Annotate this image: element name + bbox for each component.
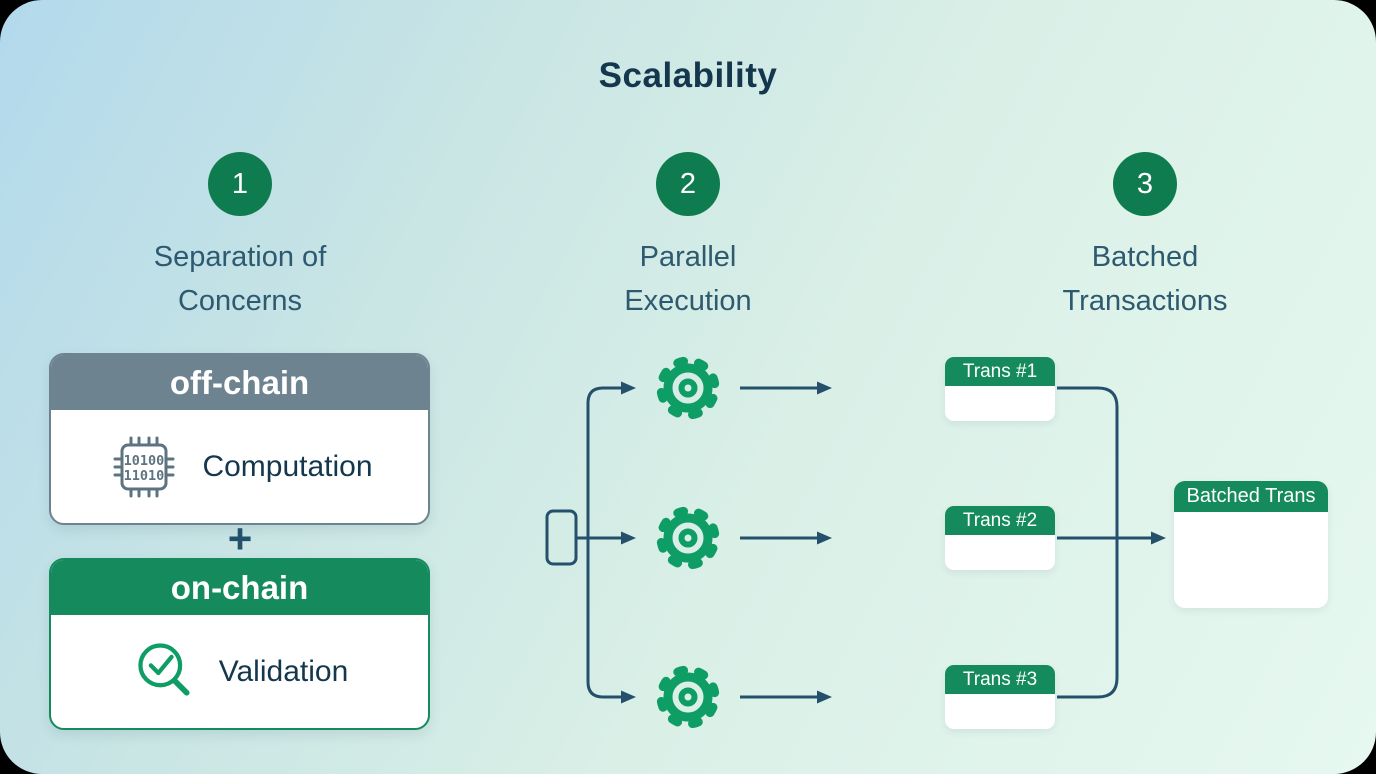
- gear-icon-bottom: [656, 665, 720, 729]
- trans-2-header: Trans #2: [945, 506, 1055, 535]
- trans-3-header: Trans #3: [945, 665, 1055, 694]
- trans-1-box: Trans #1: [945, 357, 1055, 421]
- offchain-panel-header: off-chain: [51, 355, 428, 410]
- onchain-header-label: on-chain: [170, 568, 309, 606]
- trans-3-box: Trans #3: [945, 665, 1055, 729]
- batched-trans-header: Batched Trans: [1174, 481, 1328, 512]
- plus-sign: +: [227, 515, 253, 562]
- input-block-shape: [545, 509, 578, 566]
- step-2-badge: 2: [656, 152, 720, 216]
- batched-trans-box: Batched Trans: [1174, 481, 1328, 608]
- onchain-panel: on-chain Validation: [49, 558, 430, 730]
- chip-binary-line2: 11010: [124, 468, 165, 484]
- step-1-label: Separation of Concerns: [70, 235, 410, 323]
- step-2-number: 2: [679, 167, 697, 200]
- gear-icon-top: [656, 356, 720, 420]
- merge-arrowhead: [1151, 531, 1166, 545]
- step-3-label-line1: Batched: [1091, 241, 1199, 273]
- step-1-number: 1: [231, 167, 249, 200]
- offchain-header-label: off-chain: [169, 363, 310, 401]
- step-3-label-line2: Transactions: [1062, 285, 1228, 317]
- onchain-item-label: Validation: [218, 654, 349, 688]
- magnifier-check-icon: [138, 642, 190, 696]
- step-2-label-line2: Execution: [624, 285, 752, 317]
- trans-1-label: Trans #1: [962, 360, 1038, 382]
- step-1-label-line2: Concerns: [177, 285, 303, 317]
- batched-trans-label: Batched Trans: [1186, 485, 1316, 507]
- trans-3-label: Trans #3: [962, 668, 1038, 690]
- chip-binary-line1: 10100: [124, 453, 165, 469]
- onchain-panel-body: Validation: [51, 615, 428, 728]
- merge-bracket: [1057, 386, 1152, 699]
- step-3-label: Batched Transactions: [975, 235, 1315, 323]
- fanout-arrowheads: [621, 381, 636, 704]
- trans-2-label: Trans #2: [962, 509, 1038, 531]
- step-3-number: 3: [1136, 167, 1154, 200]
- offchain-panel-body: 10100 11010 Computation: [51, 410, 428, 523]
- step-3-badge: 3: [1113, 152, 1177, 216]
- onchain-panel-header: on-chain: [51, 560, 428, 615]
- step-2-label-line1: Parallel: [639, 241, 737, 273]
- gear-icon-middle: [656, 506, 720, 570]
- trans-1-header: Trans #1: [945, 357, 1055, 386]
- step-1-badge: 1: [208, 152, 272, 216]
- step-1-label-line1: Separation of: [153, 241, 327, 273]
- gear-output-arrows: [740, 386, 818, 699]
- step-2-label: Parallel Execution: [518, 235, 858, 323]
- page-title: Scalability: [598, 56, 778, 95]
- offchain-item-label: Computation: [202, 449, 373, 483]
- offchain-panel: off-chain 10100 11010 Computation: [49, 353, 430, 525]
- chip-icon: 10100 11010: [113, 436, 175, 497]
- trans-2-box: Trans #2: [945, 506, 1055, 570]
- fanout-bracket: [577, 386, 622, 699]
- gear-output-arrowheads: [817, 381, 832, 704]
